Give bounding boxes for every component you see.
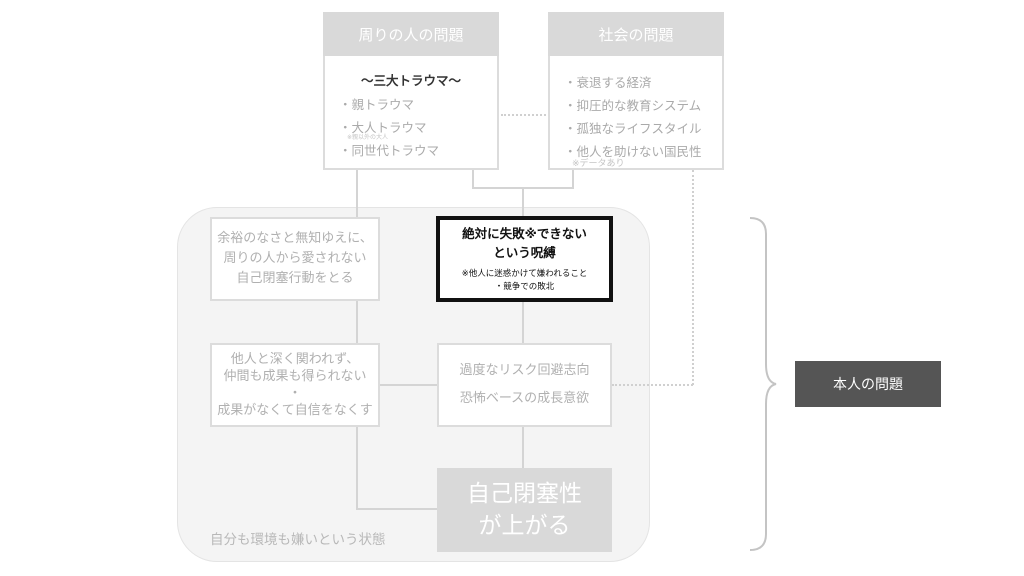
connector — [522, 187, 524, 217]
trauma-subtitle: 〜三大トラウマ〜 — [360, 73, 461, 88]
text-line: 成果がなくて自信をなくす — [217, 403, 373, 418]
list-item: ・他人を助けない国民性 — [564, 144, 702, 159]
curse-title: という呪縛 — [493, 245, 556, 260]
dotted-connector — [501, 114, 546, 116]
note: ※親以外の大人 — [347, 134, 389, 141]
isolation-box: 他人と深く関われず、 仲間も成果も得られない ・ 成果がなくて自信をなくす — [210, 343, 380, 427]
list-item: ・大人トラウマ — [339, 120, 427, 135]
closed-behavior-box: 余裕のなさと無知ゆえに、 周りの人から愛されない 自己閉塞行動をとる — [210, 217, 380, 301]
others-problem-title: 周りの人の問題 — [323, 12, 499, 56]
text-line: 恐怖ベースの成長意欲 — [459, 391, 590, 406]
connector — [522, 300, 524, 343]
list-item: ・親トラウマ — [339, 97, 415, 112]
curse-box: 絶対に失敗※できない という呪縛 ※他人に迷惑かけて嫌われること ・競争での敗北 — [436, 216, 613, 302]
connector — [356, 427, 358, 510]
connector — [356, 300, 358, 343]
connector — [572, 170, 574, 189]
connector — [380, 384, 437, 386]
text-line: 仲間も成果も得られない — [223, 369, 367, 384]
text-line: 自己閉塞行動をとる — [236, 271, 354, 286]
dotted-connector — [692, 170, 694, 385]
curse-note: ※他人に迷惑かけて嫌われること — [461, 269, 588, 279]
society-problem-box: 社会の問題 ・衰退する経済 ・抑圧的な教育システム ・孤独なライフスタイル ・他… — [548, 12, 724, 170]
brace-icon — [749, 217, 777, 551]
list-item: ・衰退する経済 — [564, 75, 652, 90]
text-line: が上がる — [478, 513, 571, 539]
curse-note: ・競争での敗北 — [494, 282, 555, 292]
self-problem-label: 本人の問題 — [795, 361, 941, 407]
state-label: 自分も環境も嫌いという状態 — [210, 532, 386, 548]
dotted-connector — [612, 384, 693, 386]
text-line: 自己閉塞性 — [467, 481, 582, 507]
note: ※データあり — [572, 159, 625, 169]
text-line: ・ — [288, 386, 302, 401]
list-item: ・同世代トラウマ — [339, 143, 440, 158]
others-problem-box: 周りの人の問題 〜三大トラウマ〜 ・親トラウマ ・大人トラウマ ※親以外の大人 … — [323, 12, 499, 170]
self-closure-rise-box: 自己閉塞性 が上がる — [437, 468, 612, 552]
list-item: ・抑圧的な教育システム — [564, 98, 702, 113]
connector — [522, 427, 524, 468]
text-line: 周りの人から愛されない — [223, 251, 367, 266]
text-line: 余裕のなさと無知ゆえに、 — [217, 231, 373, 246]
connector — [356, 170, 358, 217]
connector — [356, 508, 437, 510]
connector — [472, 170, 474, 189]
list-item: ・孤独なライフスタイル — [564, 121, 702, 136]
text-line: 過度なリスク回避志向 — [459, 363, 590, 378]
society-problem-title: 社会の問題 — [548, 12, 724, 56]
risk-avoidance-box: 過度なリスク回避志向 恐怖ベースの成長意欲 — [437, 343, 612, 427]
curse-title: 絶対に失敗※できない — [462, 226, 587, 241]
text-line: 他人と深く関われず、 — [230, 352, 360, 367]
